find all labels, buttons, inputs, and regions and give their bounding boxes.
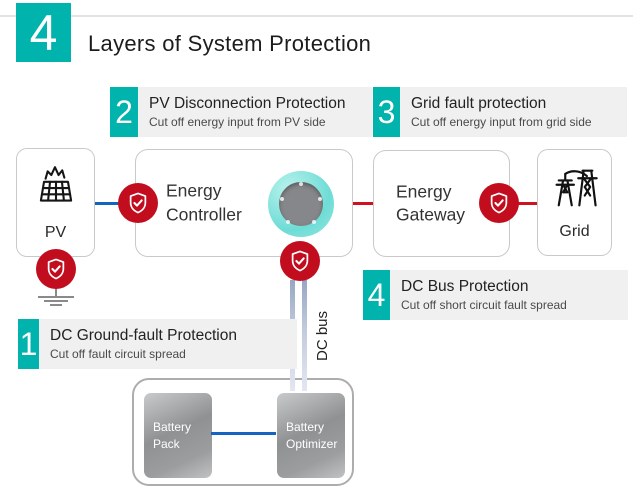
callout-3-title: Grid fault protection	[411, 95, 547, 113]
dc-bus-line-right	[302, 280, 307, 391]
node-grid-label: Grid	[559, 223, 590, 240]
top-divider	[0, 15, 633, 17]
solar-panel-icon	[31, 161, 81, 213]
callout-3-number: 3	[373, 87, 400, 137]
shield-check-icon-grid-fault	[479, 183, 519, 223]
callout-4-number: 4	[363, 270, 390, 320]
callout-1-body: DC Ground-fault Protection Cut off fault…	[39, 319, 297, 369]
callout-3-subtitle: Cut off energy input from grid side	[411, 114, 592, 129]
shield-check-icon-ground-fault	[36, 249, 76, 289]
callout-2-title: PV Disconnection Protection	[149, 95, 346, 113]
header-number-badge: 4	[16, 3, 71, 62]
ground-icon-line-3	[50, 304, 62, 306]
dc-bus-label: DC bus	[314, 310, 331, 362]
connector-controller-to-gateway	[353, 202, 373, 205]
callout-1-title: DC Ground-fault Protection	[50, 327, 237, 345]
connector-gateway-to-grid	[517, 202, 537, 205]
node-battery-optimizer: Battery Optimizer	[277, 393, 345, 478]
node-grid: Grid	[537, 149, 612, 256]
shield-check-icon-pv-disconnection	[118, 183, 158, 223]
control-knob-icon	[268, 171, 334, 237]
transmission-tower-icon	[549, 162, 601, 214]
callout-4-title: DC Bus Protection	[401, 278, 529, 296]
node-pv-label: PV	[44, 224, 67, 241]
node-pv: PV	[16, 148, 95, 257]
node-battery-pack: Battery Pack	[144, 393, 212, 478]
callout-2-number: 2	[110, 87, 138, 137]
shield-check-icon-dc-bus	[280, 241, 320, 281]
connector-pv-to-controller	[95, 202, 120, 205]
ground-icon	[55, 287, 57, 296]
ground-icon-line-2	[44, 300, 68, 302]
callout-4-subtitle: Cut off short circuit fault spread	[401, 297, 567, 312]
callout-dc-bus: 4 DC Bus Protection Cut off short circui…	[363, 270, 628, 320]
control-knob-face	[279, 182, 323, 226]
callout-4-body: DC Bus Protection Cut off short circuit …	[390, 270, 628, 320]
callout-grid-fault: 3 Grid fault protection Cut off energy i…	[373, 87, 627, 137]
callout-dc-ground-fault: 1 DC Ground-fault Protection Cut off fau…	[18, 319, 297, 369]
ground-icon-line-1	[38, 296, 74, 298]
callout-3-body: Grid fault protection Cut off energy inp…	[400, 87, 627, 137]
callout-pv-disconnection: 2 PV Disconnection Protection Cut off en…	[110, 87, 372, 137]
node-energy-controller-label: Energy Controller	[166, 180, 242, 224]
node-energy-controller: Energy Controller	[135, 149, 353, 257]
callout-1-number: 1	[18, 319, 39, 369]
header-number: 4	[29, 4, 58, 61]
callout-2-body: PV Disconnection Protection Cut off ener…	[138, 87, 372, 137]
callout-2-subtitle: Cut off energy input from PV side	[149, 114, 326, 129]
callout-1-subtitle: Cut off fault circuit spread	[50, 346, 186, 361]
node-energy-gateway-label: Energy Gateway	[396, 180, 466, 225]
page-title: Layers of System Protection	[88, 31, 372, 56]
connector-pack-to-optimizer	[211, 432, 276, 435]
